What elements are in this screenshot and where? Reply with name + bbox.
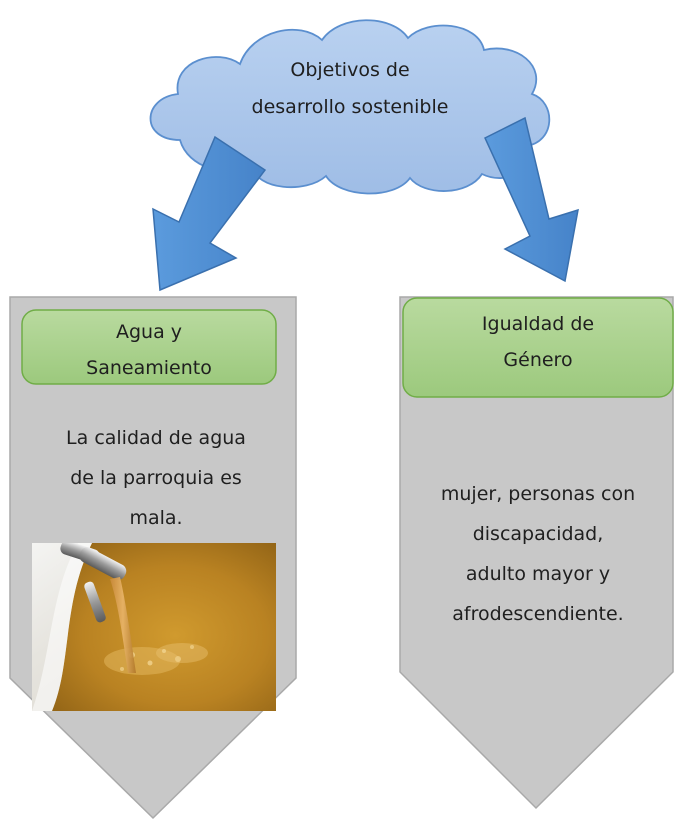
right-body-line-1: mujer, personas con: [440, 483, 636, 505]
right-body-line-3: adulto mayor y: [465, 563, 611, 585]
left-body-line-1: La calidad de agua: [66, 427, 246, 449]
right-body-line-2: discapacidad,: [472, 523, 604, 545]
left-header-box: [21, 309, 277, 385]
right-body-text: mujer, personas con discapacidad, adulto…: [404, 474, 672, 634]
cloud-label-line-2: desarrollo sostenible: [251, 96, 449, 118]
faucet-brown-water-photo: [32, 543, 276, 711]
right-header-line-2: Género: [503, 349, 573, 371]
right-chevron-shape: [399, 296, 674, 810]
left-header-label: Agua y Saneamiento: [22, 314, 276, 386]
right-arrow: [484, 116, 579, 283]
left-body-line-3: mala.: [129, 507, 183, 529]
left-body-text: La calidad de agua de la parroquia es ma…: [14, 418, 298, 538]
cloud-shape: [149, 19, 551, 195]
right-header-box: [402, 297, 674, 398]
cloud-label: Objetivos de desarrollo sostenible: [210, 52, 490, 126]
left-header-line-2: Saneamiento: [86, 357, 212, 379]
left-body-line-2: de la parroquia es: [70, 467, 242, 489]
right-header-line-1: Igualdad de: [481, 313, 595, 335]
right-body-line-4: afrodescendiente.: [452, 603, 624, 625]
left-arrow: [152, 135, 267, 292]
cloud-label-line-1: Objetivos de: [290, 59, 410, 81]
left-header-line-1: Agua y: [115, 321, 183, 343]
right-header-label: Igualdad de Género: [403, 306, 673, 378]
